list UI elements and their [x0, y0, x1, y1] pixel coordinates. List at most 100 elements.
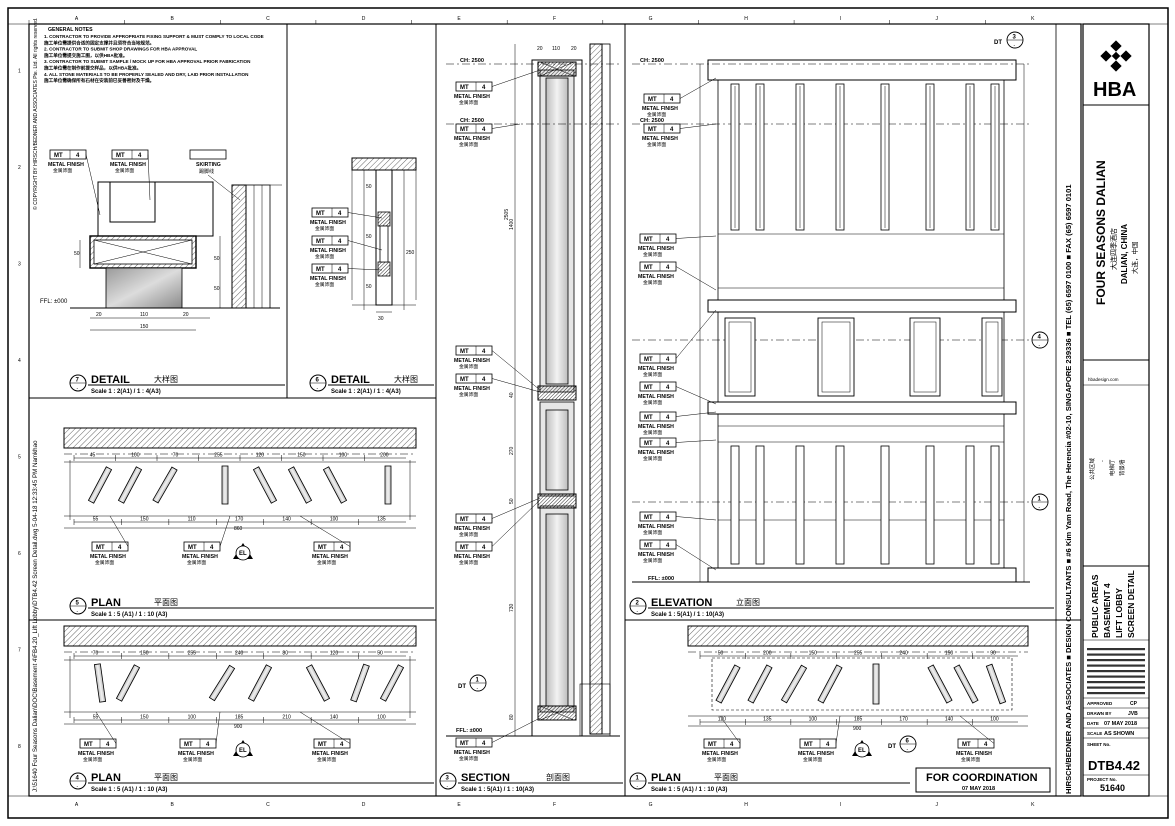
skirting-label: SKIRTING — [196, 162, 221, 168]
tag-code: MT — [316, 211, 325, 217]
marker-number: 3 — [1013, 35, 1017, 41]
dim-label-top: 80 — [282, 651, 288, 657]
area-cn-4: 背景墙 — [1118, 459, 1126, 476]
dim-7-g: 50 — [214, 286, 220, 292]
coordination-date: 07 MAY 2018 — [962, 786, 995, 792]
dim-label-top: 100 — [339, 453, 348, 459]
tag-material-cn: 金属饰面 — [459, 559, 478, 566]
firm-strip-box — [1055, 23, 1082, 797]
screen-slat — [817, 664, 843, 704]
tag-number: 4 — [670, 97, 674, 103]
tag-material-cn: 金属饰面 — [459, 99, 478, 106]
area-cn-1: 公共区域 — [1088, 457, 1096, 480]
tag-material-en: METAL FINISH — [956, 751, 992, 757]
dim-label-total: 860 — [234, 526, 243, 532]
hba-logo-icon — [1100, 40, 1132, 72]
marker-number: 1 — [1038, 497, 1042, 503]
notes-title: GENERAL NOTES — [48, 27, 93, 33]
section-dim-4: 270 — [509, 446, 515, 455]
elevation-panel-inner — [985, 321, 999, 393]
grid-letter-bottom: E — [457, 802, 461, 808]
tag-code: MT — [644, 543, 653, 549]
grid-letter-bottom: B — [170, 802, 174, 808]
screen-slat — [287, 466, 313, 504]
note-line: 施工单位需提交施工图，以供HBA批准。 — [43, 52, 127, 59]
fine-print-line — [1087, 692, 1145, 695]
dim-label-bottom: 55 — [93, 715, 99, 721]
tag-code: MT — [96, 545, 105, 551]
tag-material-cn: 金属饰面 — [707, 756, 726, 763]
section-marker-1: 1- — [1031, 493, 1049, 511]
tag-code: MT — [460, 349, 469, 355]
section-ch-1: CH: 2500 — [460, 58, 484, 64]
dim-label-top: 120 — [330, 651, 339, 657]
tag-material-cn: 金属饰面 — [95, 559, 114, 566]
elevation-panel-inner — [821, 321, 851, 393]
note-line: 3. CONTRACTOR TO SUBMIT SAMPLE / MOCK UP… — [44, 59, 251, 64]
view-number: 3 — [446, 776, 450, 782]
tag-number: 4 — [206, 742, 210, 748]
tag-number: 4 — [984, 742, 988, 748]
tag-code: MT — [644, 237, 653, 243]
tag-material-en: METAL FINISH — [78, 751, 114, 757]
screen-slat — [927, 664, 953, 704]
view-name-cn: 剖面图 — [546, 772, 570, 782]
section-dim-2: 2505 — [504, 209, 510, 220]
note-line: 施工单位需确保所有石材在安装前已妥善密封及干燥。 — [43, 77, 154, 84]
screen-slat — [247, 664, 273, 702]
section-ch-2: CH: 2500 — [460, 118, 484, 124]
detail-7-drawing — [70, 181, 282, 331]
note-line: 4. ALL STONE MATERIALS TO BE PROPERLY SE… — [44, 72, 249, 77]
dim-7-d: 150 — [140, 324, 149, 330]
elevation-rod-lower — [835, 445, 845, 565]
section-ffl: FFL: ±000 — [456, 728, 482, 734]
tag-code: MT — [804, 742, 813, 748]
tag-number: 4 — [482, 545, 486, 551]
plan-4-drawing — [63, 625, 417, 725]
tag-code: MT — [460, 517, 469, 523]
tag-material-cn: 金属饰面 — [183, 756, 202, 763]
note-line: 2. CONTRACTOR TO SUBMIT SHOP DRAWINGS FO… — [44, 47, 197, 52]
fine-print-line — [1087, 686, 1145, 689]
grid-number-left: 6 — [18, 551, 21, 557]
elevation-marker-sheet: - — [861, 754, 863, 760]
tag-code: MT — [318, 742, 327, 748]
dim-6-b: 50 — [366, 234, 372, 240]
tag-material-en: METAL FINISH — [638, 246, 674, 252]
grid-letter-bottom: H — [744, 802, 748, 808]
view-number: 7 — [76, 378, 80, 384]
view-name-cn: 平面图 — [714, 773, 738, 782]
tag-material-en: METAL FINISH — [638, 366, 674, 372]
tag-number: 4 — [670, 127, 674, 133]
grid-letter-top: G — [649, 16, 653, 22]
tag-material-cn: 金属饰面 — [643, 529, 662, 536]
tag-number: 4 — [666, 357, 670, 363]
screen-slat — [117, 466, 143, 504]
tag-number: 4 — [730, 742, 734, 748]
plan-1-drawing — [687, 625, 1029, 727]
dim-label-top: 200 — [380, 453, 389, 459]
view-number: 5 — [76, 601, 80, 607]
tag-number: 4 — [118, 545, 122, 551]
grid-letter-bottom: A — [75, 802, 79, 808]
tag-material-cn: 金属饰面 — [803, 756, 822, 763]
dim-label-top: 45 — [90, 453, 96, 459]
section-marker-3: 3- — [1006, 31, 1024, 49]
dim-label-bottom: 185 — [854, 717, 863, 723]
view-name: SECTION — [461, 772, 510, 784]
grid-letter-top: J — [936, 16, 939, 22]
screen-slat — [379, 664, 405, 702]
tag-number: 4 — [338, 211, 342, 217]
